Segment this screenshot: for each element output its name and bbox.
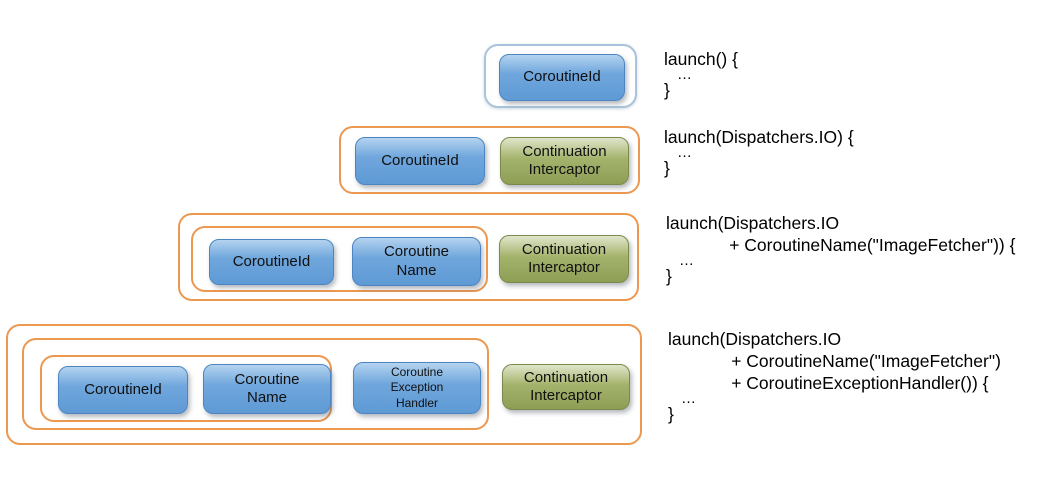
- coroutine-id-box: CoroutineId: [209, 239, 334, 285]
- code-line: launch(Dispatchers.IO: [666, 213, 840, 233]
- coroutine-exception-handler-label: Coroutine Exception Handler: [390, 364, 444, 410]
- context-container-row3-inner: CoroutineId Coroutine Name: [191, 226, 488, 292]
- code-line: launch() {: [664, 49, 738, 69]
- context-container-row4-inner: CoroutineId Coroutine Name: [40, 355, 332, 422]
- continuation-interceptor-label: Continuation Intercaptor: [522, 142, 607, 178]
- context-container-row4-middle: CoroutineId Coroutine Name Coroutine Exc…: [22, 338, 489, 430]
- coroutine-id-label: CoroutineId: [381, 151, 459, 169]
- code-line: + CoroutineName("ImageFetcher"): [668, 351, 1001, 371]
- coroutine-name-label: Coroutine Name: [383, 243, 450, 279]
- context-container-row2: CoroutineId Continuation Intercaptor: [339, 126, 640, 194]
- code-line: }: [666, 266, 672, 286]
- coroutine-name-box: Coroutine Name: [352, 237, 481, 286]
- coroutine-id-box: CoroutineId: [499, 54, 625, 101]
- continuation-interceptor-box: Continuation Intercaptor: [499, 235, 629, 283]
- coroutine-id-label: CoroutineId: [232, 252, 311, 270]
- coroutine-exception-handler-box: Coroutine Exception Handler: [353, 362, 481, 414]
- code-line: }: [664, 158, 670, 178]
- coroutine-id-box: CoroutineId: [355, 137, 485, 185]
- context-container-row4-outer: CoroutineId Coroutine Name Coroutine Exc…: [6, 324, 642, 445]
- code-snippet-row1: launch() { … }: [664, 48, 738, 101]
- code-line: }: [668, 404, 674, 424]
- code-snippet-row4: launch(Dispatchers.IO + CoroutineName("I…: [668, 328, 1001, 425]
- code-line: launch(Dispatchers.IO: [668, 329, 842, 349]
- code-line: launch(Dispatchers.IO) {: [664, 127, 854, 147]
- continuation-interceptor-box: Continuation Intercaptor: [500, 137, 629, 185]
- code-line: + CoroutineExceptionHandler()) {: [668, 373, 989, 393]
- code-line: + CoroutineName("ImageFetcher")) {: [666, 235, 1016, 255]
- coroutine-id-label: CoroutineId: [523, 68, 601, 86]
- code-line: …: [677, 66, 694, 83]
- continuation-interceptor-label: Continuation Intercaptor: [521, 240, 607, 276]
- coroutine-name-box: Coroutine Name: [203, 364, 331, 414]
- coroutine-id-box: CoroutineId: [58, 366, 188, 414]
- continuation-interceptor-box: Continuation Intercaptor: [502, 364, 630, 410]
- context-container-row1: CoroutineId: [484, 44, 637, 108]
- code-line: …: [677, 144, 694, 161]
- code-line: …: [681, 390, 698, 407]
- code-snippet-row3: launch(Dispatchers.IO + CoroutineName("I…: [666, 212, 1015, 287]
- coroutine-name-label: Coroutine Name: [234, 370, 300, 406]
- continuation-interceptor-label: Continuation Intercaptor: [523, 368, 609, 404]
- code-snippet-row2: launch(Dispatchers.IO) { … }: [664, 126, 854, 179]
- code-line: …: [679, 252, 696, 269]
- coroutine-id-label: CoroutineId: [84, 380, 162, 398]
- code-line: }: [664, 80, 670, 100]
- context-container-row3-outer: CoroutineId Coroutine Name Continuation …: [178, 213, 639, 301]
